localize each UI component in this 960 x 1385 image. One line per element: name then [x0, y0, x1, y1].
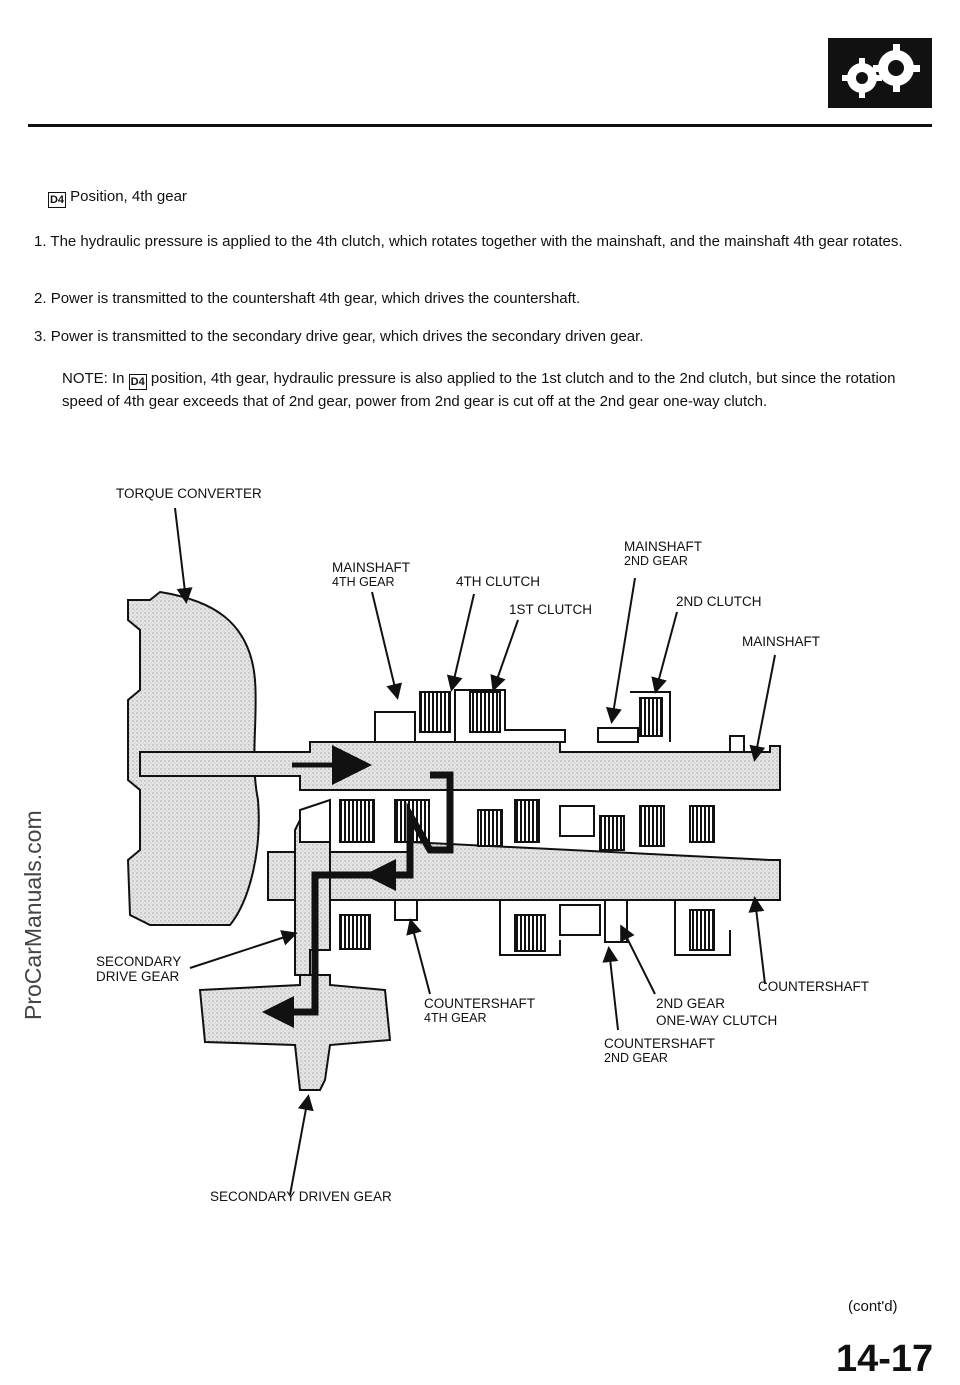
section-heading: D4 Position, 4th gear: [48, 188, 187, 208]
header-rule: [28, 124, 932, 127]
page-number: 14-17: [836, 1338, 934, 1380]
label-line: MAINSHAFT: [332, 560, 411, 575]
label-line: 4TH GEAR: [424, 1011, 487, 1025]
label-mainshaft-2nd-gear: MAINSHAFT 2ND GEAR: [624, 539, 702, 569]
watermark: ProCarManuals.com: [20, 810, 46, 1020]
mainshaft-clutch-packs: [374, 689, 745, 753]
label-2nd-gear-one-way-clutch: 2ND GEAR ONE-WAY CLUTCH: [656, 996, 777, 1028]
label-line: 4TH GEAR: [332, 575, 395, 589]
step-number: 3.: [34, 328, 47, 345]
step-number: 2.: [34, 290, 47, 307]
flow-arrows: [262, 745, 405, 1028]
label-line: ONE-WAY CLUTCH: [656, 1013, 778, 1028]
gears-badge: [828, 38, 932, 108]
middle-clutch-packs: [299, 798, 715, 851]
mainshaft: [139, 741, 781, 791]
label-mainshaft-4th-gear: MAINSHAFT 4TH GEAR: [332, 560, 410, 590]
step-1: 1. The hydraulic pressure is applied to …: [34, 233, 914, 250]
power-flow-path: [290, 771, 454, 1016]
label-line: 2ND GEAR: [624, 554, 688, 568]
countershaft-clutch-packs: [339, 899, 731, 956]
label-1st-clutch: 1ST CLUTCH: [509, 602, 593, 617]
label-countershaft-2nd-gear: COUNTERSHAFT 2ND GEAR: [604, 1036, 715, 1066]
label-line: 2ND GEAR: [656, 996, 726, 1011]
note-text: position, 4th gear, hydraulic pressure i…: [62, 370, 896, 410]
step-2: 2. Power is transmitted to the countersh…: [34, 290, 914, 307]
label-countershaft-4th-gear: COUNTERSHAFT 4TH GEAR: [424, 996, 535, 1026]
label-line: COUNTERSHAFT: [604, 1036, 715, 1051]
label-line: DRIVE GEAR: [96, 969, 180, 984]
label-line: 2ND GEAR: [604, 1051, 668, 1065]
label-line: SECONDARY: [96, 954, 182, 969]
step-3: 3. Power is transmitted to the secondary…: [34, 328, 914, 345]
note-paragraph: NOTE: In D4 position, 4th gear, hydrauli…: [62, 367, 914, 413]
label-2nd-clutch: 2ND CLUTCH: [676, 594, 762, 609]
label-line: MAINSHAFT: [624, 539, 703, 554]
label-torque-converter: TORQUE CONVERTER: [116, 486, 262, 501]
label-secondary-drive-gear: SECONDARY DRIVE GEAR: [96, 954, 181, 984]
note-prefix: NOTE: In: [62, 370, 125, 387]
step-text: Power is transmitted to the secondary dr…: [50, 328, 644, 345]
continued-note: (cont'd): [848, 1298, 898, 1315]
label-secondary-driven-gear: SECONDARY DRIVEN GEAR: [210, 1189, 392, 1204]
label-countershaft: COUNTERSHAFT: [758, 979, 869, 994]
step-text: Power is transmitted to the countershaft…: [50, 290, 581, 307]
label-mainshaft: MAINSHAFT: [742, 634, 821, 649]
countershaft: [267, 840, 781, 901]
step-text: The hydraulic pressure is applied to the…: [50, 233, 903, 250]
label-4th-clutch: 4TH CLUTCH: [456, 574, 541, 589]
step-number: 1.: [34, 233, 47, 250]
secondary-driven-gear: [198, 974, 392, 1091]
transmission-gears-icon: [842, 44, 920, 98]
label-line: COUNTERSHAFT: [424, 996, 535, 1011]
d4-position-symbol: D4: [48, 192, 66, 208]
heading-text: Position, 4th gear: [70, 188, 187, 205]
leader-lines: [174, 507, 776, 1196]
